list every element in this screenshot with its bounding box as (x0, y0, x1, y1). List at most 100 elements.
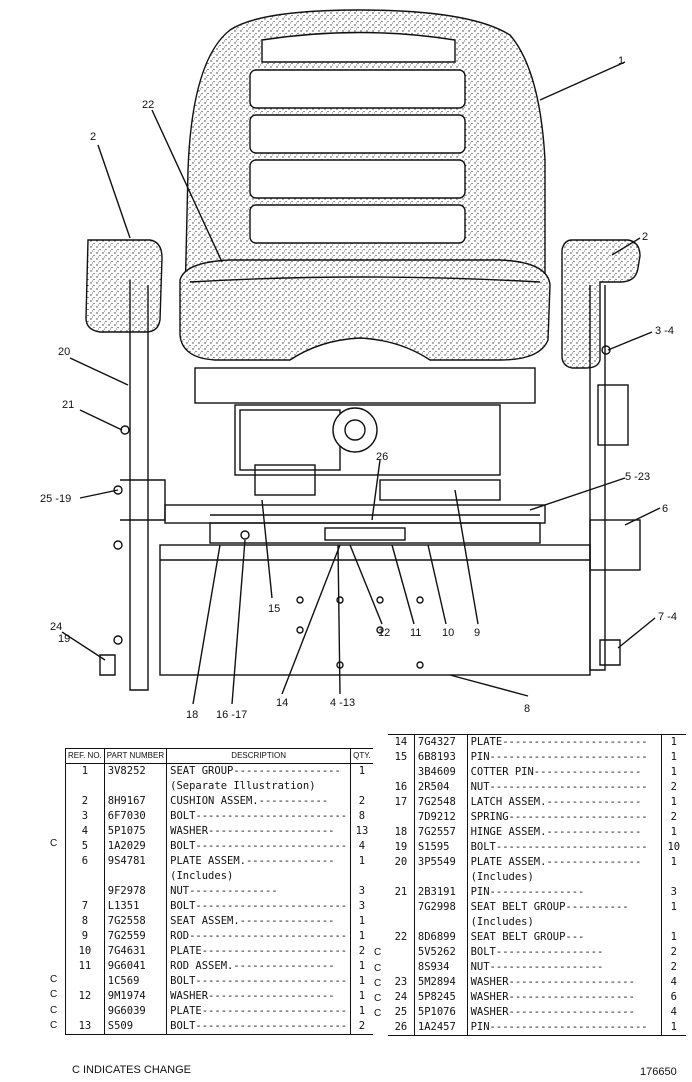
change-marker: C (374, 977, 382, 989)
callout-15: 15 (268, 603, 280, 615)
cell-qty: 1 (358, 960, 366, 972)
callout-11: 11 (410, 627, 421, 639)
cell-desc: (Separate Illustration) (166, 779, 352, 794)
cell-ref: 22 (388, 930, 415, 945)
cell-ref: 6 (65, 854, 105, 869)
cell-desc: (Includes) (467, 915, 662, 930)
seat-cushion (179, 259, 551, 361)
cell-desc: SEAT GROUP----------------- (166, 763, 352, 779)
cell-desc: PIN------------------------- (467, 1020, 662, 1036)
cell-pn: 7D9212 (414, 810, 468, 825)
cell-desc: WASHER-------------------- (467, 1005, 662, 1020)
exploded-view-drawing: 1 2 2 22 3 -4 20 21 25 -19 26 5 -23 6 24… (40, 9, 677, 721)
cell-ref: 1 (65, 763, 105, 779)
drawing-number: 176650 (640, 1066, 677, 1078)
cell-desc: SEAT BELT GROUP--- (467, 930, 662, 945)
cell-qty: 3 (660, 885, 686, 900)
callout-1: 1 (618, 55, 624, 67)
cell-pn: 3V8252 (104, 763, 168, 779)
cell-pn: 9M1974 (104, 989, 168, 1004)
cell-qty: 1 (660, 795, 686, 810)
cell-pn: 7G4327 (414, 734, 468, 750)
cell-desc: BOLT------------------------ (166, 1019, 352, 1035)
cell-qty: 1 (358, 915, 366, 927)
callout-7-4: 7 -4 (658, 611, 677, 623)
cell-desc: PLATE ASSEM.-------------- (166, 854, 352, 869)
cell-pn: 8S934 (414, 960, 468, 975)
change-marker: C (374, 962, 382, 974)
cell-ref: 7 (65, 899, 105, 914)
cell-qty: 2 (358, 1020, 366, 1032)
cell-ref (388, 960, 415, 975)
callout-12: 12 (378, 627, 390, 639)
cell-pn: 7G2559 (104, 929, 168, 944)
callout-18: 18 (186, 709, 198, 721)
cell-ref: 8 (65, 914, 105, 929)
cell-ref: 23 (388, 975, 415, 990)
cell-desc: BOLT------------------------ (166, 839, 352, 854)
cell-qty: 1 (660, 765, 686, 780)
cell-desc: (Includes) (467, 870, 662, 885)
cell-pn: 5P8245 (414, 990, 468, 1005)
cell-pn: 5V5262 (414, 945, 468, 960)
callout-16-17: 16 -17 (216, 709, 247, 721)
header-qty: QTY. (350, 748, 373, 764)
callout-21: 21 (62, 399, 74, 411)
cell-ref: 3 (65, 809, 105, 824)
cell-qty: 1 (358, 765, 366, 777)
cell-qty: 2 (358, 795, 366, 807)
cell-pn (104, 869, 168, 884)
cell-ref (388, 900, 415, 915)
cell-ref: 21 (388, 885, 415, 900)
cell-desc: PLATE----------------------- (166, 1004, 352, 1019)
change-marker: C (50, 1004, 58, 1016)
cell-pn: 5P1076 (414, 1005, 468, 1020)
cell-desc: WASHER-------------------- (467, 990, 662, 1005)
cell-desc: BOLT----------------- (467, 945, 662, 960)
callout-4-13: 4 -13 (330, 697, 355, 709)
cell-pn: 7G2558 (104, 914, 168, 929)
cell-qty: 10 (660, 840, 686, 855)
cell-pn: 7G2548 (414, 795, 468, 810)
callout-20: 20 (58, 346, 70, 358)
cell-qty: 1 (358, 1005, 366, 1017)
change-marker: C (374, 992, 382, 1004)
cell-ref (65, 1004, 105, 1019)
callout-19: 19 (58, 633, 70, 645)
change-footnote: C INDICATES CHANGE (72, 1064, 191, 1076)
cell-pn (414, 870, 468, 885)
cell-ref: 17 (388, 795, 415, 810)
cell-ref (388, 915, 415, 930)
cell-ref: 14 (388, 734, 415, 750)
table-row: (Includes) (65, 869, 373, 884)
cell-qty: 1 (660, 855, 686, 870)
callout-6: 6 (662, 503, 668, 515)
cell-qty: 2 (660, 810, 686, 825)
cell-qty: 1 (660, 734, 686, 750)
left-armrest (85, 239, 163, 333)
cell-qty: 4 (660, 975, 686, 990)
cell-desc: COTTER PIN----------------- (467, 765, 662, 780)
cell-ref: 11 (65, 959, 105, 974)
cell-pn: 7G2557 (414, 825, 468, 840)
cell-pn: 9G6041 (104, 959, 168, 974)
cell-qty: 2 (660, 780, 686, 795)
cell-pn: 9F2978 (104, 884, 168, 899)
